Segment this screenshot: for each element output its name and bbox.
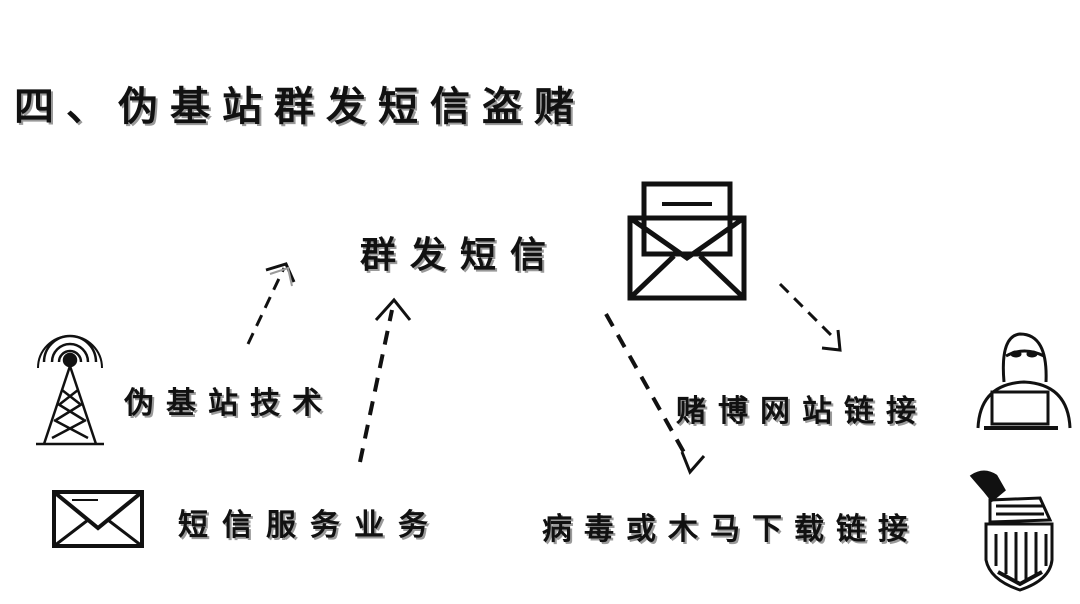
node-mass-sms: 群发短信 xyxy=(360,235,561,276)
trojan-horse-shield-icon xyxy=(969,470,1054,592)
hooded-hacker-laptop-icon xyxy=(976,332,1072,430)
arrow-fake-base-station-to-mass-sms xyxy=(246,262,296,345)
node-virus-link: 病毒或木马下载链接 xyxy=(542,512,920,547)
node-gambling-link: 赌博网站链接 xyxy=(676,394,928,429)
open-envelope-letter-icon xyxy=(627,181,747,301)
envelope-icon xyxy=(52,490,144,548)
radio-tower-icon xyxy=(36,334,104,446)
arrow-envelope-to-gambling-link xyxy=(778,282,842,352)
node-sms-service: 短信服务业务 xyxy=(178,508,442,543)
arrow-sms-service-to-mass-sms xyxy=(358,297,412,463)
node-fake-base-station: 伪基站技术 xyxy=(124,386,334,421)
arrow-mass-sms-to-virus-link xyxy=(604,313,706,475)
page-title: 四、伪基站群发短信盗赌 xyxy=(14,84,586,130)
